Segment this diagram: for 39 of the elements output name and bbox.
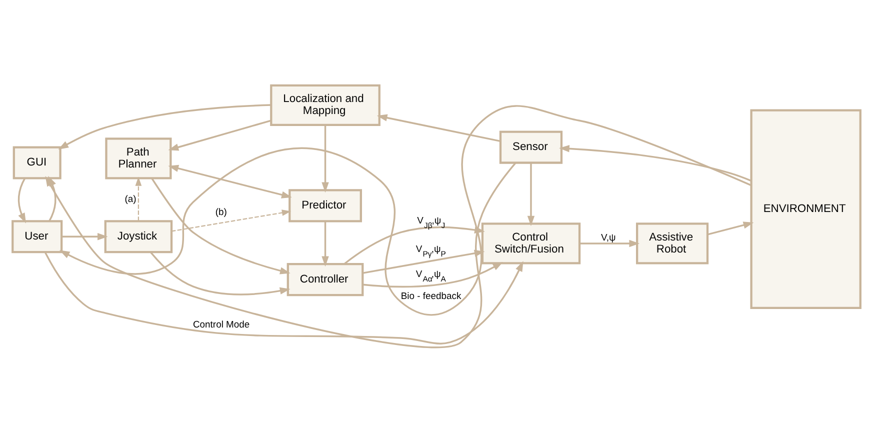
node-box: Localization and Mapping	[270, 84, 380, 126]
arrow	[559, 144, 752, 182]
node-box: Predictor	[288, 188, 362, 222]
node-box: Control Switch/Fusion	[481, 222, 581, 264]
arrow	[527, 162, 535, 226]
arrow	[168, 164, 292, 198]
node-box: Joystick	[104, 220, 173, 253]
arrow	[322, 124, 329, 192]
arrow	[322, 220, 329, 266]
node-box: GUI	[12, 146, 62, 179]
arrow	[171, 209, 292, 232]
edge-label: V$_{Aα}$,ψ$_{A}$	[416, 268, 446, 283]
arrow	[62, 232, 108, 240]
node-box: Controller	[286, 262, 364, 296]
arrow	[376, 114, 501, 142]
edge-label: (b)	[215, 206, 227, 218]
node-box: ENVIRONMENT	[750, 108, 862, 308]
edge-label: V$_{Pγ}$,ψ$_{P}$	[416, 243, 446, 258]
edge-label: Control Mode	[192, 318, 250, 330]
arrow	[150, 251, 290, 295]
edge-label: Bio - feedback	[400, 290, 462, 302]
node-box: User	[12, 220, 63, 253]
edge-label: (a)	[124, 194, 136, 205]
edge-label: V,ψ	[600, 232, 616, 244]
node-box: Path Planner	[105, 137, 172, 179]
edge-label: V$_{Jβ}$,ψ$_{J}$	[417, 215, 446, 230]
arrow	[135, 176, 142, 220]
arrow	[44, 251, 524, 344]
arrow	[59, 104, 752, 316]
arrow	[580, 239, 640, 247]
arrow	[362, 261, 504, 288]
arrow	[168, 119, 272, 150]
arrow	[58, 104, 272, 150]
arrow	[151, 177, 290, 274]
node-box: Assistive Robot	[636, 222, 709, 264]
node-box: Sensor	[499, 130, 563, 164]
arrow	[18, 177, 26, 223]
arrow	[708, 221, 754, 235]
arrow	[45, 162, 516, 348]
